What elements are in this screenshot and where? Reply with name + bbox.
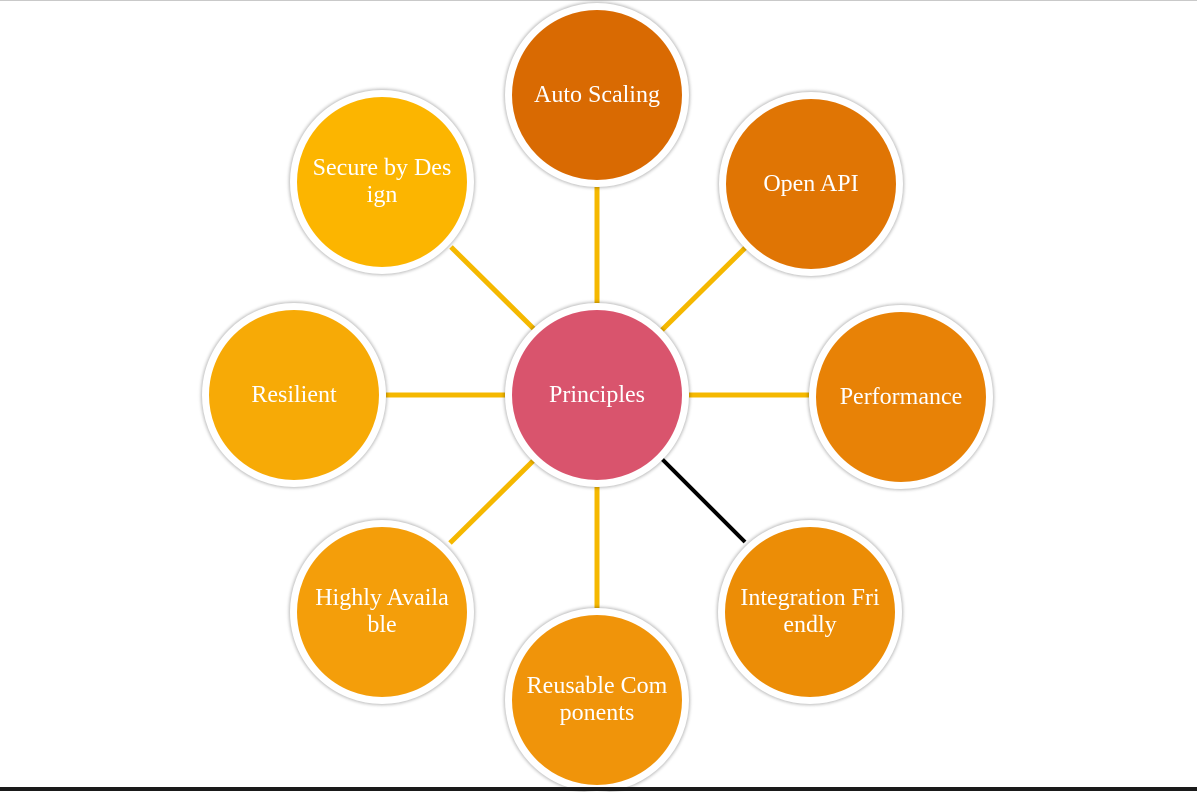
node-label: Open API <box>763 170 859 197</box>
node-highly-available[interactable]: Highly Available <box>290 520 474 704</box>
node-label: Resilient <box>251 381 337 408</box>
node-auto-scaling[interactable]: Auto Scaling <box>505 3 689 187</box>
node-open-api[interactable]: Open API <box>719 92 903 276</box>
connector-highly-available[interactable] <box>448 457 537 545</box>
node-label: Highly Available <box>315 585 449 638</box>
node-label: Reusable Components <box>526 673 668 726</box>
connector-open-api[interactable] <box>660 245 748 332</box>
frame-top-border <box>0 0 1197 1</box>
node-center-principles[interactable]: Principles <box>505 303 689 487</box>
node-performance[interactable]: Performance <box>809 305 993 489</box>
node-resilient[interactable]: Resilient <box>202 303 386 487</box>
node-label: Performance <box>839 383 963 410</box>
node-integration-friendly[interactable]: Integration Friendly <box>718 520 902 704</box>
node-label: Auto Scaling <box>533 81 660 108</box>
connector-integration-friendly[interactable] <box>660 457 747 544</box>
node-reusable-components[interactable]: Reusable Components <box>505 608 689 792</box>
center-label: Principles <box>548 381 645 408</box>
frame-bottom-border <box>0 787 1197 791</box>
node-secure-by-design[interactable]: Secure by Design <box>290 90 474 274</box>
node-label: Integration Friendly <box>740 585 880 638</box>
connector-secure-by-design[interactable] <box>449 245 537 332</box>
node-label: Secure by Design <box>312 155 452 208</box>
